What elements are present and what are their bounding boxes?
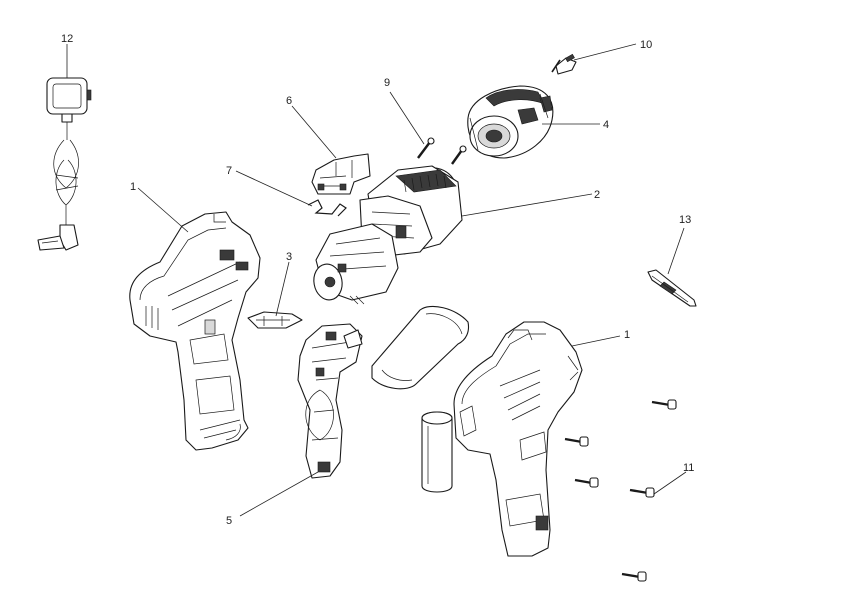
part-12-charger xyxy=(37,77,92,251)
callout-2: 2 xyxy=(594,189,600,201)
callout-12: 12 xyxy=(61,33,73,45)
part-2-motor-gearbox xyxy=(313,165,463,305)
callout-6: 6 xyxy=(286,95,292,107)
callout-5: 5 xyxy=(226,515,232,527)
callout-1-left: 1 xyxy=(130,181,136,193)
part-11-screws xyxy=(564,399,677,582)
callout-13: 13 xyxy=(679,214,691,226)
part-13-screwdriver-bit xyxy=(647,269,697,307)
part-9-screws xyxy=(417,137,467,165)
callout-10: 10 xyxy=(640,39,652,51)
battery-cell xyxy=(421,411,453,493)
callout-7: 7 xyxy=(226,165,232,177)
callout-11: 11 xyxy=(683,462,694,474)
part-10-chuck-screw xyxy=(551,53,577,75)
callout-labels: 12 1 6 7 9 10 4 2 3 13 1 11 5 xyxy=(61,33,694,527)
callout-1-right: 1 xyxy=(624,329,630,341)
part-4-chuck xyxy=(467,85,554,159)
part-6-switch-bracket xyxy=(311,153,371,195)
battery-pack xyxy=(371,305,470,390)
leader-lines xyxy=(66,43,687,517)
part-7-spring-clip xyxy=(307,199,347,217)
part-1-right-housing xyxy=(453,321,583,557)
callout-3: 3 xyxy=(286,251,292,263)
part-5-switch-assembly xyxy=(297,323,363,479)
part-1-left-housing xyxy=(129,211,261,451)
callout-4: 4 xyxy=(603,119,609,131)
callout-9: 9 xyxy=(384,77,390,89)
part-3-plate xyxy=(247,311,303,329)
